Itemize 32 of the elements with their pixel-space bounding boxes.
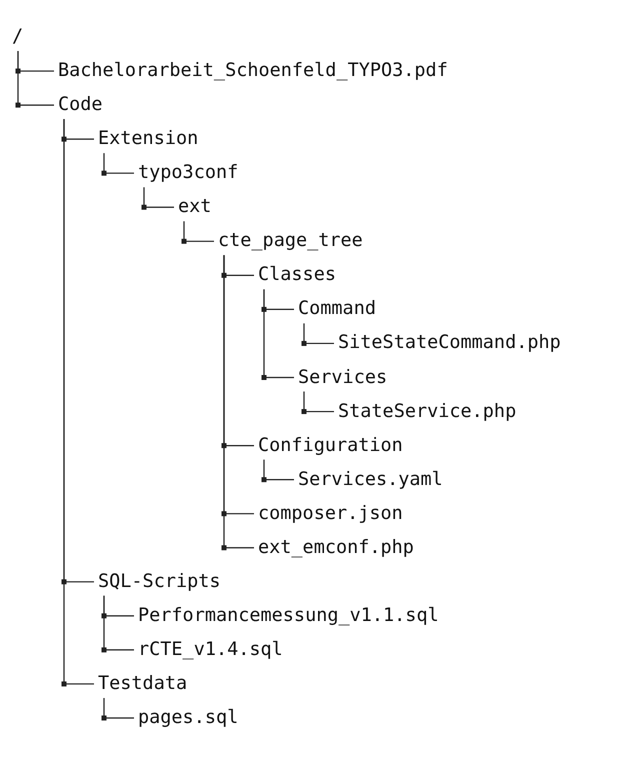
directory-entry: ext_emconf.php	[258, 534, 414, 561]
directory-entry: Command	[298, 296, 376, 322]
directory-entry: SiteStateCommand.php	[338, 330, 561, 356]
tree-connector	[302, 392, 334, 414]
tree-connector	[142, 187, 174, 210]
directory-entry: Services.yaml	[298, 466, 443, 493]
directory-entry: SQL-Scripts	[98, 568, 221, 595]
tree-connector	[302, 323, 334, 346]
directory-entry: Testdata	[98, 670, 188, 697]
tree-connector	[102, 153, 134, 176]
tree-connector	[262, 289, 294, 380]
tree-connector	[262, 460, 294, 482]
directory-entry: ext	[178, 194, 212, 220]
tree-connector	[62, 119, 94, 686]
root-path: /	[12, 24, 24, 50]
directory-entry: Bachelorarbeit_Schoenfeld_TYPO3.pdf	[58, 58, 448, 84]
tree-connector	[182, 221, 214, 244]
directory-entry: Classes	[258, 262, 336, 288]
directory-entry: Extension	[98, 126, 198, 152]
directory-entry: StateService.php	[338, 398, 516, 425]
directory-entry: rCTE_v1.4.sql	[138, 636, 283, 663]
directory-entry: composer.json	[258, 500, 403, 527]
directory-entry: cte_page_tree	[218, 228, 363, 254]
tree-connector	[102, 698, 134, 720]
directory-entry: Code	[58, 92, 103, 118]
directory-entry: typo3conf	[138, 160, 238, 186]
directory-entry: Services	[298, 364, 388, 390]
directory-entry: Configuration	[258, 432, 403, 459]
tree-connector	[16, 51, 54, 108]
tree-connector	[102, 596, 134, 652]
directory-entry: Performancemessung_v1.1.sql	[138, 602, 439, 629]
directory-entry: pages.sql	[138, 705, 238, 731]
